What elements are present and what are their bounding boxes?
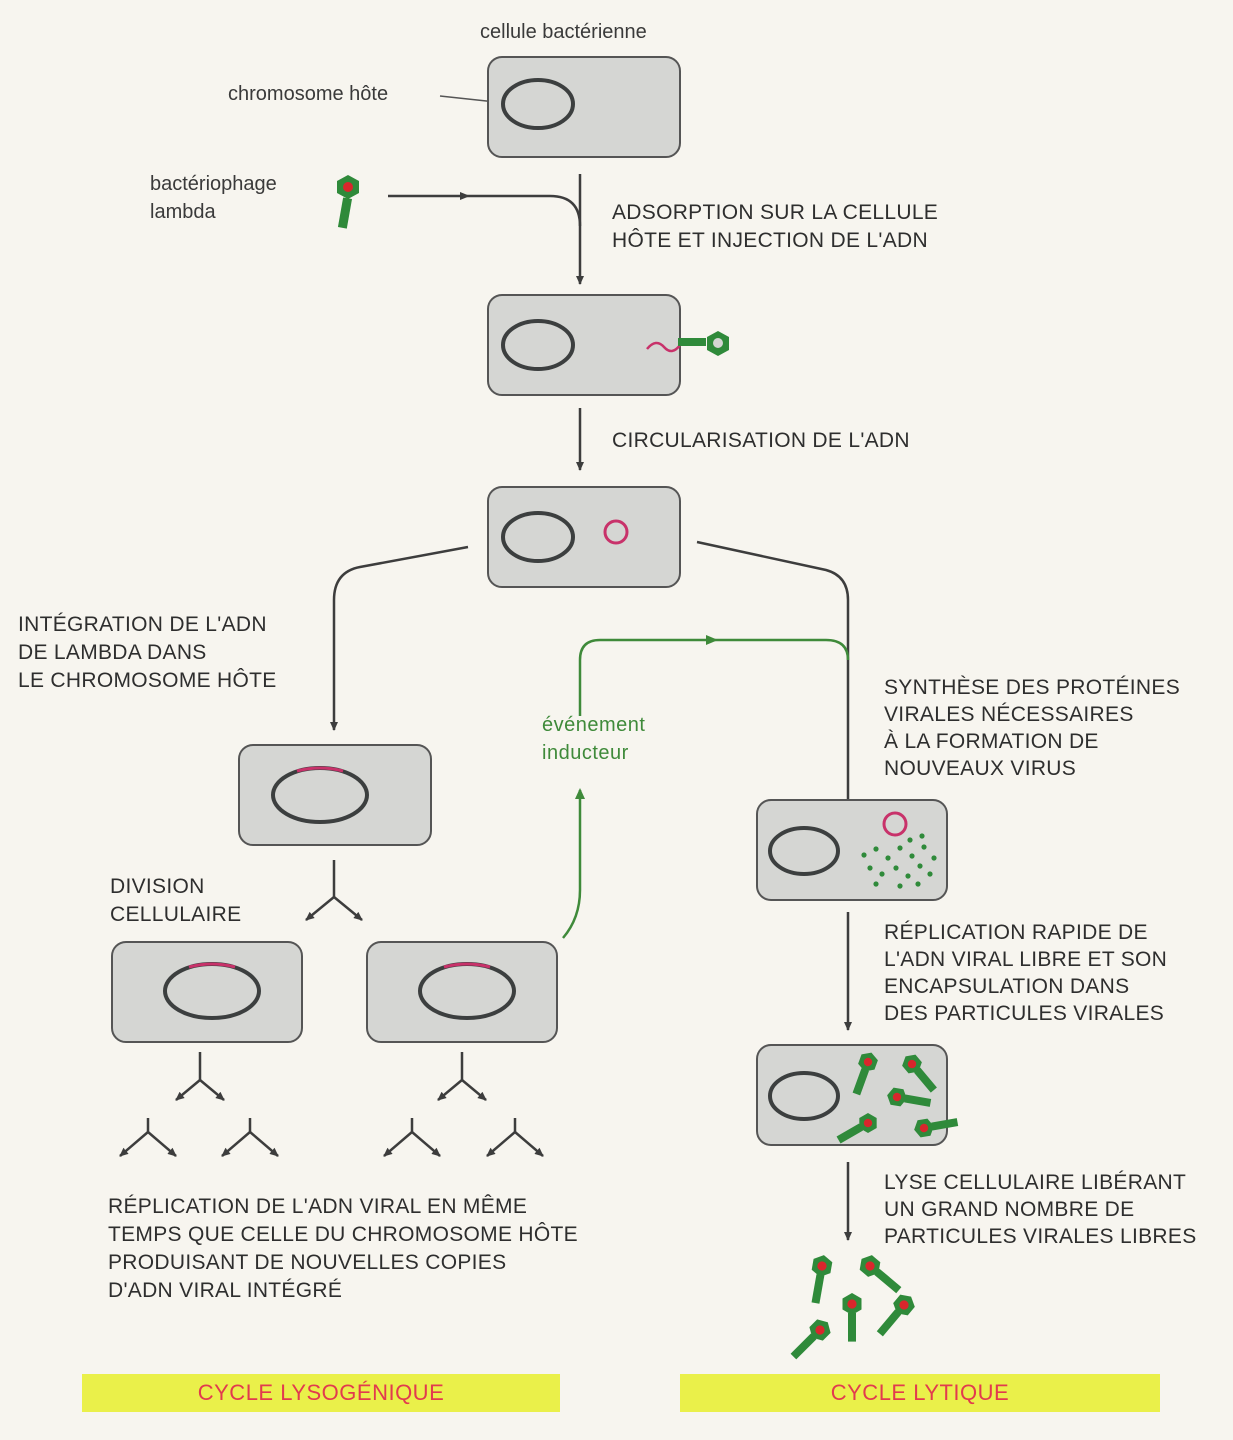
phage-particle-icon [859, 1255, 902, 1294]
integration-line1: INTÉGRATION DE L'ADN [18, 613, 267, 636]
adsorption-branch-head [460, 192, 470, 200]
phage-particle-icon [842, 1293, 862, 1342]
bacterial-cell-label: cellule bactérienne [480, 21, 647, 43]
host-chromosome-label: chromosome hôte [228, 83, 388, 105]
replication-fork-right [383, 1052, 544, 1157]
inducer-line1: événement [542, 714, 645, 736]
lytic-arrow [696, 540, 852, 829]
phage-label-line2: lambda [150, 201, 216, 223]
lysis-line1: LYSE CELLULAIRE LIBÉRANT [884, 1171, 1186, 1194]
lytic-cell-protein-synthesis [756, 799, 948, 901]
synthesis-line2: VIRALES NÉCESSAIRES [884, 703, 1134, 726]
induction-path-top [578, 638, 850, 716]
rapid-line2: L'ADN VIRAL LIBRE ET SON [884, 948, 1167, 971]
division-line1: DIVISION [110, 875, 205, 898]
bacterial-cell-initial [487, 56, 681, 158]
phage-particle-icon [811, 1255, 833, 1304]
phage-particle-icon [876, 1294, 915, 1337]
induction-path-head [706, 635, 718, 645]
replication-line1: RÉPLICATION DE L'ADN VIRAL EN MÊME [108, 1195, 527, 1218]
lysogenic-cycle-band: CYCLE LYSOGÉNIQUE [82, 1374, 560, 1412]
phage-particle-icon [902, 1054, 937, 1093]
adsorption-line1: ADSORPTION SUR LA CELLULE [612, 201, 938, 224]
phage-particle-icon [852, 1052, 878, 1096]
integration-arrow [330, 545, 469, 731]
rapid-line3: ENCAPSULATION DANS [884, 975, 1129, 998]
integration-line3: LE CHROMOSOME HÔTE [18, 669, 277, 692]
replication-line3: PRODUISANT DE NOUVELLES COPIES [108, 1251, 506, 1274]
phage-particle-icon [914, 1118, 959, 1138]
synthesis-line4: NOUVEAUX VIRUS [884, 757, 1076, 780]
adsorption-line2: HÔTE ET INJECTION DE L'ADN [612, 229, 928, 252]
replication-fork-left [119, 1052, 279, 1157]
synthesis-line3: À LA FORMATION DE [884, 730, 1099, 753]
division-fork-arrow [305, 860, 363, 921]
induction-path [562, 788, 585, 939]
phage-label-line1: bactériophage [150, 173, 277, 195]
division-line2: CELLULAIRE [110, 903, 241, 926]
bacterial-cell-circular-dna [487, 486, 681, 588]
lysogenic-daughter-cell-left [111, 941, 303, 1043]
lysis-line2: UN GRAND NOMBRE DE [884, 1198, 1134, 1221]
synthesis-line1: SYNTHÈSE DES PROTÉINES [884, 676, 1180, 699]
lytic-cycle-band: CYCLE LYTIQUE [680, 1374, 1160, 1412]
inducer-line2: inducteur [542, 742, 629, 764]
rapid-line4: DES PARTICULES VIRALES [884, 1002, 1164, 1025]
lysogenic-daughter-cell-right [366, 941, 558, 1043]
lysogenic-cell-integrated [238, 744, 432, 846]
lysis-line3: PARTICULES VIRALES LIBRES [884, 1225, 1197, 1248]
phage-particle-icon [887, 1087, 932, 1107]
replication-line2: TEMPS QUE CELLE DU CHROMOSOME HÔTE [108, 1223, 578, 1246]
released-phages [790, 1255, 915, 1360]
bacterial-cell-injection [487, 294, 729, 396]
integration-line2: DE LAMBDA DANS [18, 641, 207, 664]
adsorption-branch-arrow [388, 194, 582, 227]
lambda-phage-icon [337, 175, 359, 229]
replication-line4: D'ADN VIRAL INTÉGRÉ [108, 1279, 342, 1302]
lytic-cell-assembled-phages [756, 1044, 959, 1146]
circularisation-label: CIRCULARISATION DE L'ADN [612, 429, 910, 452]
rapid-line1: RÉPLICATION RAPIDE DE [884, 921, 1148, 944]
phage-particle-icon [836, 1112, 877, 1144]
phage-particle-icon [790, 1319, 831, 1360]
